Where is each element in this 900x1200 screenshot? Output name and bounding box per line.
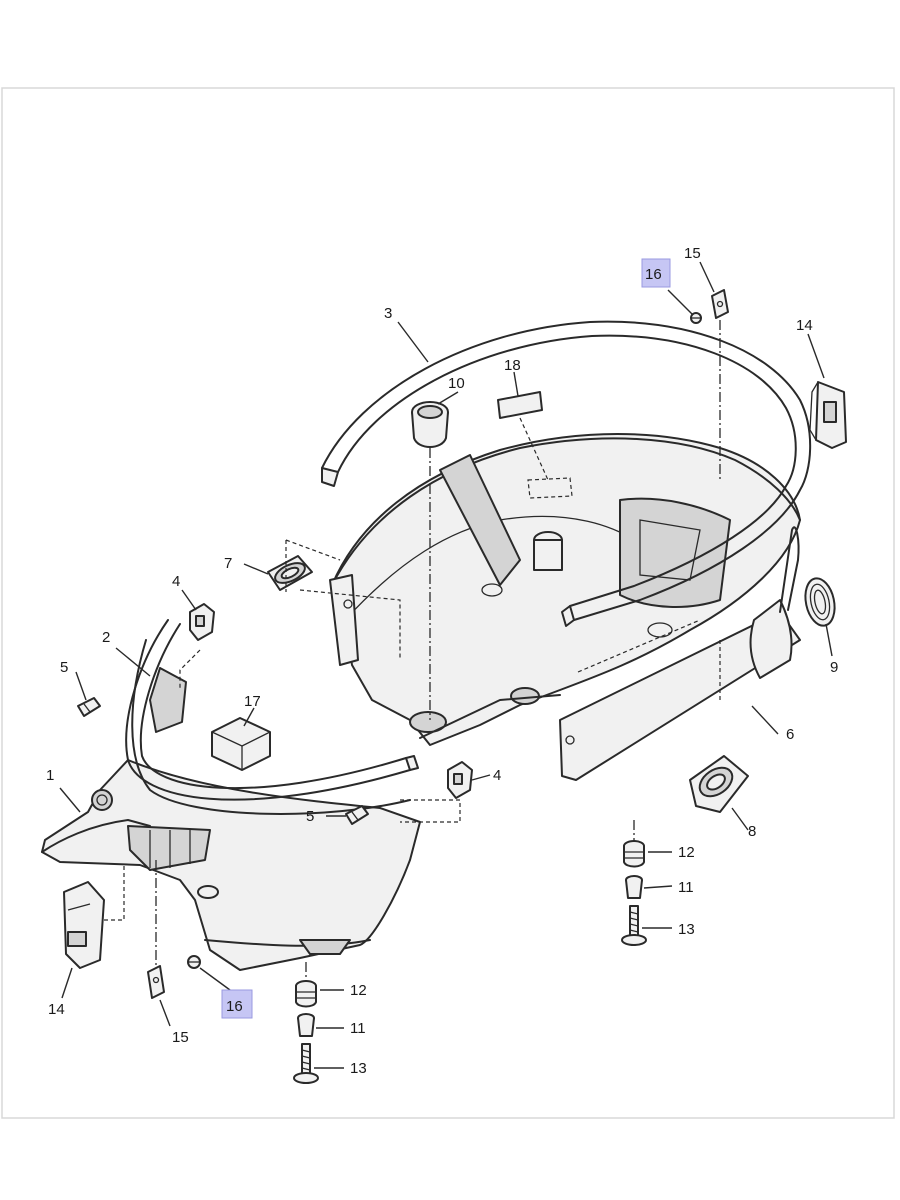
clip-4-upper: [189, 603, 215, 641]
callout-13-left: 13: [350, 1060, 367, 1077]
rubber-seal-strip-2: [125, 619, 419, 815]
latch-14-upper: [809, 381, 847, 449]
grommet-9: [804, 577, 836, 627]
clip-15-lower: [147, 965, 165, 999]
callout-15-upper: 15: [684, 245, 701, 262]
callout-12-right: 12: [678, 844, 695, 861]
callout-11-right: 11: [678, 879, 694, 896]
bolt-5-upper: [77, 697, 101, 717]
callout-4-lower: 4: [493, 767, 501, 784]
assembly-lines: [104, 320, 721, 982]
callout-16-upper: 16: [645, 266, 662, 283]
bolt-5-lower: [345, 805, 369, 825]
callout-9: 9: [830, 659, 838, 676]
page-frame: [1, 87, 895, 1119]
callout-leaders: [59, 261, 833, 1069]
callout-labels: 1 2 3 4 4 5 5 6 7 8 9 10 11 11 12 12 13 …: [46, 245, 838, 1077]
highlight-box-16-lower: [221, 989, 253, 1019]
screw-16-lower: [187, 955, 201, 969]
callout-17: 17: [244, 693, 261, 710]
grommet-7: [267, 555, 313, 591]
rubber-seal-strip-3: [321, 320, 812, 627]
latch-14-lower: [63, 881, 105, 969]
callout-5-lower: 5: [306, 808, 314, 825]
pad-17: [211, 717, 271, 771]
grommet-8: [689, 755, 749, 813]
mount-stack-right: [621, 840, 647, 946]
callout-1: 1: [46, 767, 54, 784]
callout-15-lower: 15: [172, 1029, 189, 1046]
label-18: [497, 391, 573, 499]
upper-cowling: [329, 433, 801, 746]
highlight-box-16-upper: [641, 258, 671, 288]
clip-4-lower: [447, 761, 473, 799]
callout-10: 10: [448, 375, 465, 392]
callout-16-lower: 16: [226, 998, 243, 1015]
screw-16-upper: [690, 312, 702, 324]
callout-13-right: 13: [678, 921, 695, 938]
damper-10: [411, 401, 449, 448]
clip-15-upper: [711, 289, 729, 319]
callout-6: 6: [786, 726, 794, 743]
callout-11-left: 11: [350, 1020, 366, 1037]
callout-18: 18: [504, 357, 521, 374]
callout-2: 2: [102, 629, 110, 646]
rubber-seal-6: [559, 526, 801, 781]
callout-8: 8: [748, 823, 756, 840]
callout-14-lower: 14: [48, 1001, 65, 1018]
callout-4-upper: 4: [172, 573, 180, 590]
callout-12-left: 12: [350, 982, 367, 999]
callout-5-upper: 5: [60, 659, 68, 676]
callout-7: 7: [224, 555, 232, 572]
callout-3: 3: [384, 305, 392, 322]
callout-14-upper: 14: [796, 317, 813, 334]
